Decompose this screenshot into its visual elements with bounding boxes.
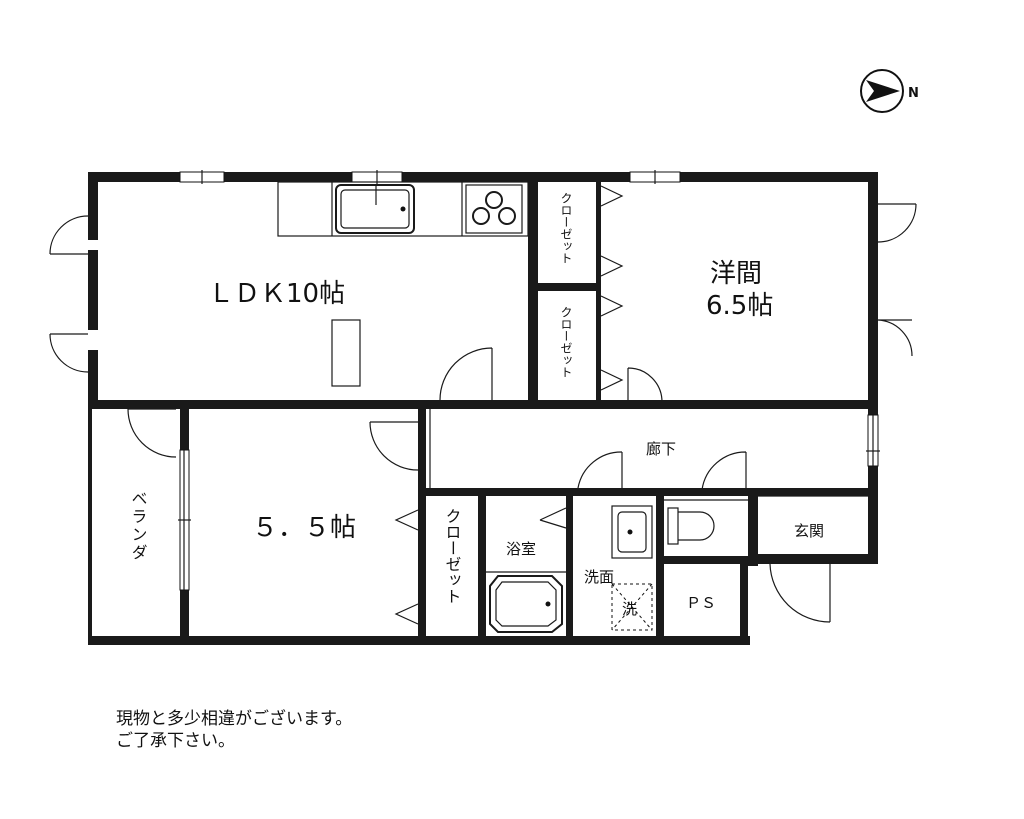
- closet-door-marks: [394, 185, 624, 625]
- bath-label: 浴室: [506, 540, 536, 558]
- dining-table-icon: [331, 319, 361, 387]
- ldk-label: ＬＤＫ10帖: [208, 279, 345, 309]
- washroom-label: 洗面: [584, 568, 614, 586]
- doors: [49, 203, 917, 623]
- disclaimer-note: 現物と多少相違がございます。 ご了承下さい。: [116, 708, 352, 752]
- wash-basin-icon: [611, 505, 653, 559]
- closet-c-label: クローゼット: [443, 508, 462, 604]
- ps-label: ＰＳ: [686, 594, 716, 612]
- entrance-label: 玄関: [794, 522, 824, 540]
- washer-label: 洗: [622, 600, 637, 618]
- kitchen-counter: [277, 181, 529, 237]
- compass-label: N: [908, 86, 919, 101]
- washing-machine-icon: [611, 583, 653, 631]
- disclaimer-line-1: 現物と多少相違がございます。: [116, 709, 353, 729]
- closet-a-label: クローゼット: [559, 192, 573, 264]
- kitchen-sink-icon: [335, 184, 415, 234]
- hallway-label: 廊下: [646, 440, 676, 458]
- room-labels: ＬＤＫ10帖 洋間 6.5帖 ５．５帖 廊下 浴室 洗面 洗 ＰＳ 玄関 ベラン…: [129, 192, 825, 618]
- interior-walls: [88, 172, 878, 645]
- closet-b-label: クローゼット: [559, 306, 573, 378]
- disclaimer-line-2: ご了承下さい。: [116, 731, 235, 751]
- western-room-label: 洋間: [710, 259, 762, 289]
- compass-icon: N: [860, 69, 919, 113]
- toilet-icon: [667, 507, 715, 545]
- room-55-label: ５．５帖: [252, 513, 356, 543]
- bathtub-icon: [489, 575, 563, 633]
- windows: [88, 170, 880, 591]
- veranda-label: ベランダ: [129, 490, 148, 562]
- fixture-lines: [429, 409, 868, 573]
- western-room-size: 6.5帖: [706, 291, 773, 321]
- gas-stove-icon: [465, 184, 523, 234]
